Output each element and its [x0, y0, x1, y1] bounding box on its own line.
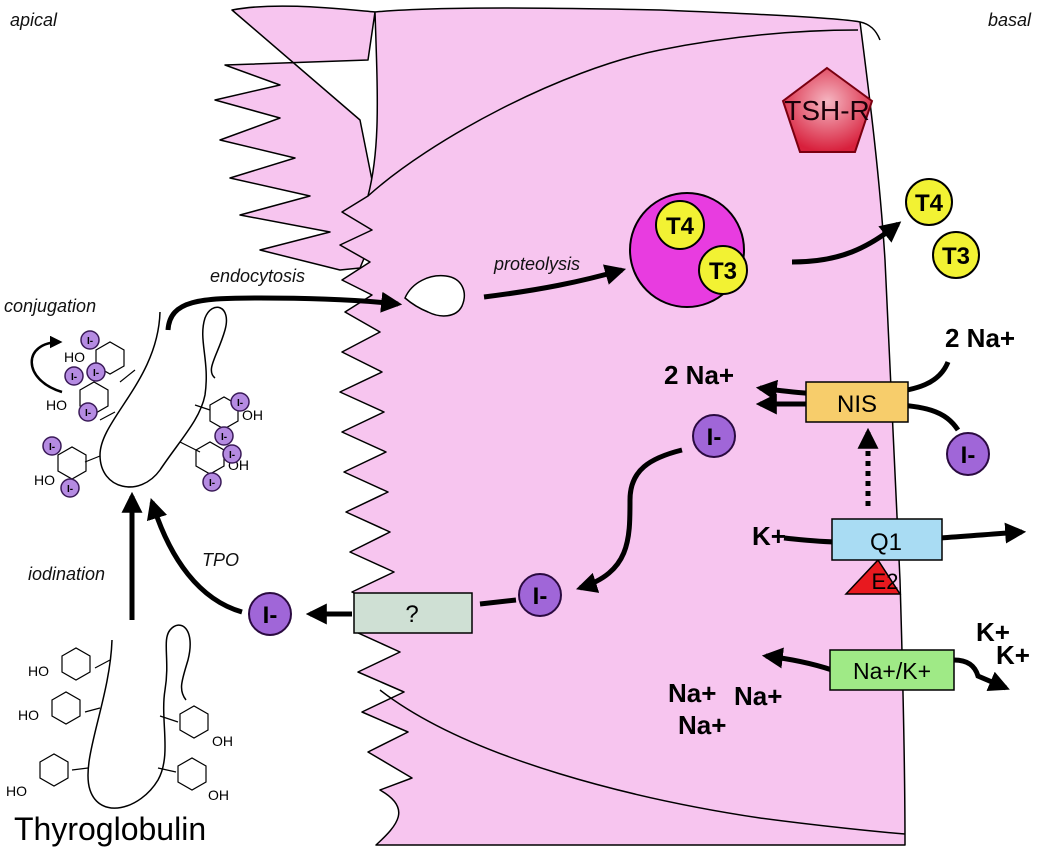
- thyroglobulin-label: Thyroglobulin: [14, 811, 206, 847]
- svg-text:HO: HO: [6, 783, 27, 799]
- iodide-basal: I-: [946, 432, 990, 476]
- svg-text:I-: I-: [67, 484, 73, 495]
- svg-text:T3: T3: [709, 258, 737, 285]
- endocytic-vesicle: [404, 274, 466, 317]
- svg-text:I-: I-: [707, 424, 722, 451]
- proteolysis-label: proteolysis: [493, 254, 580, 274]
- svg-text:HO: HO: [18, 707, 39, 723]
- k-pump-label-2: K+: [996, 640, 1030, 670]
- left-cell: [214, 5, 381, 271]
- q1-channel: Q1 E2: [831, 518, 943, 595]
- svg-text:OH: OH: [242, 407, 263, 423]
- svg-text:I-: I-: [93, 368, 99, 379]
- nis-transporter: NIS: [805, 381, 909, 423]
- hormone-vesicle: T4 T3: [629, 192, 748, 308]
- svg-text:E2: E2: [872, 569, 899, 594]
- svg-text:I-: I-: [237, 398, 243, 409]
- k-pump-label-1: K+: [976, 617, 1010, 647]
- conjugation-label: conjugation: [4, 296, 96, 316]
- na-pump-label-3: Na+: [678, 710, 726, 740]
- svg-text:I-: I-: [71, 372, 77, 383]
- thyroglobulin: HO HO OH HO OH: [6, 624, 233, 809]
- main-cell: [339, 7, 906, 846]
- released-hormones: T4 T3: [905, 178, 980, 279]
- svg-text:NIS: NIS: [837, 391, 877, 418]
- tsh-receptor: TSH-R: [781, 66, 874, 153]
- cell-membrane: [214, 5, 906, 846]
- proteolysis-arrow: [483, 264, 627, 300]
- na-k-pump: Na+/K+: [829, 649, 955, 691]
- nak-na-arrow: [761, 647, 833, 673]
- iodide-transport-arrow: [576, 447, 683, 593]
- iodination-label: iodination: [28, 564, 105, 584]
- vesicle-t4: [655, 200, 705, 250]
- svg-text:Q1: Q1: [870, 529, 902, 556]
- e2-subunit: [844, 558, 902, 595]
- iodinated-thyroglobulin: HO HO OH OH HO I- I- I- I- I- I- I- I- I…: [34, 306, 263, 498]
- two-na-basal-label: 2 Na+: [945, 323, 1015, 353]
- efflux-arrow: [310, 600, 517, 614]
- svg-text:I-: I-: [961, 442, 976, 469]
- k-q1-label: K+: [752, 521, 786, 551]
- iodide-cytoplasm-upper: I-: [692, 414, 736, 458]
- iodide-beads: I- I- I- I- I- I- I- I- I- I-: [42, 330, 250, 498]
- svg-text:T4: T4: [915, 190, 944, 217]
- svg-text:I-: I-: [209, 478, 215, 489]
- svg-text:HO: HO: [64, 349, 85, 365]
- two-na-cytoplasm-label: 2 Na+: [664, 360, 734, 390]
- tpo-arrow: [146, 497, 243, 615]
- tpo-label: TPO: [202, 550, 239, 570]
- tsh-r-label: TSH-R: [784, 95, 870, 126]
- conjugation-arrow: [30, 335, 63, 394]
- apical-label: apical: [10, 10, 58, 30]
- secretion-arrow: [791, 221, 902, 265]
- svg-text:HO: HO: [28, 663, 49, 679]
- svg-text:I-: I-: [263, 602, 278, 629]
- svg-text:I-: I-: [533, 583, 548, 610]
- svg-text:OH: OH: [208, 787, 229, 803]
- basal-label: basal: [988, 10, 1032, 30]
- svg-text:I-: I-: [229, 450, 235, 461]
- svg-text:OH: OH: [212, 733, 233, 749]
- svg-text:T3: T3: [942, 243, 970, 270]
- unknown-apical-transporter: ?: [353, 592, 473, 634]
- svg-text:?: ?: [405, 601, 418, 628]
- svg-text:I-: I-: [49, 442, 55, 453]
- na-pump-label-2: Na+: [734, 681, 782, 711]
- na-pump-label-1: Na+: [668, 678, 716, 708]
- nak-k-arrow: [953, 657, 1010, 692]
- released-t4: [905, 178, 953, 226]
- endocytosis-arrow: [165, 291, 403, 331]
- svg-text:I-: I-: [87, 336, 93, 347]
- released-t3: [932, 231, 980, 279]
- svg-text:HO: HO: [46, 397, 67, 413]
- iodide-colloid: I-: [248, 592, 292, 636]
- svg-text:Na+/K+: Na+/K+: [853, 658, 931, 684]
- vesicle-t3: [698, 245, 748, 295]
- svg-text:HO: HO: [34, 472, 55, 488]
- endocytosis-label: endocytosis: [210, 266, 305, 286]
- svg-text:I-: I-: [221, 432, 227, 443]
- svg-text:T4: T4: [666, 213, 695, 240]
- iodide-cytoplasm-lower: I-: [518, 573, 562, 617]
- svg-text:I-: I-: [85, 408, 91, 419]
